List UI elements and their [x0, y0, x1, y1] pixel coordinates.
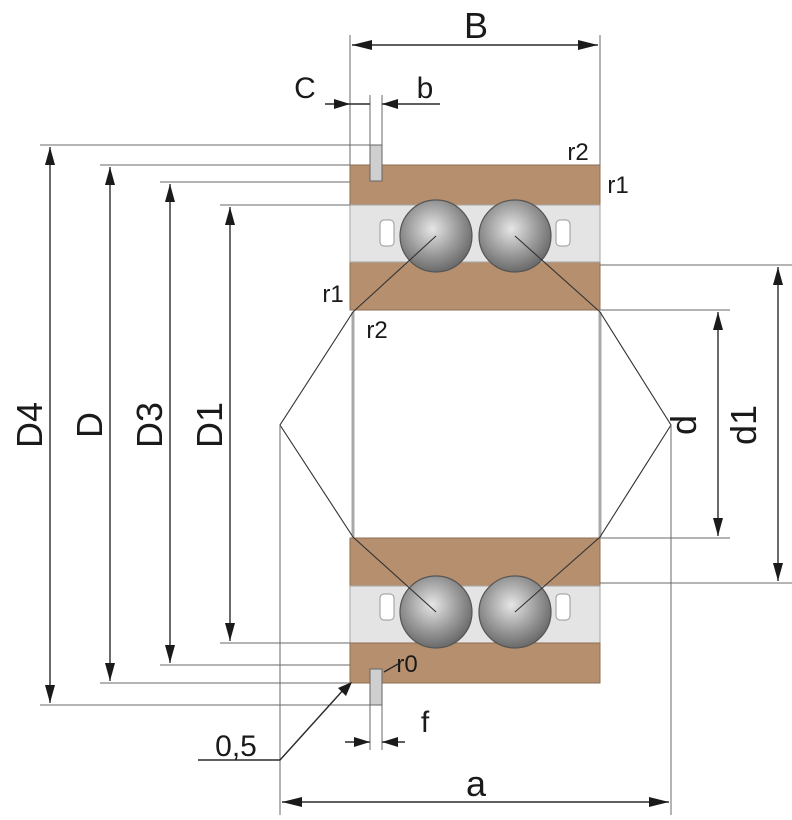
inner-ring-top: [349, 261, 601, 311]
label-D1: D1: [189, 402, 230, 448]
label-r2-top-right: r2: [567, 139, 588, 166]
cage-window: [555, 593, 571, 621]
snap-ring-bottom: [369, 668, 383, 706]
cage-window: [555, 219, 571, 247]
label-f: f: [421, 706, 430, 739]
snap-ring-top: [369, 144, 383, 182]
bearing-section: [349, 144, 602, 706]
labels: B C b r2 r1 r1 r2 r0 D4 D D3 D1 d d1 0,5…: [9, 5, 764, 804]
outer-ring-bottom: [349, 642, 601, 684]
outer-ring-top: [349, 164, 601, 206]
label-B: B: [464, 5, 488, 46]
label-D3: D3: [129, 402, 170, 448]
inner-ring-bottom: [349, 537, 601, 587]
label-05: 0,5: [215, 730, 257, 763]
label-D4: D4: [9, 402, 50, 448]
label-b: b: [417, 72, 434, 105]
label-r1-top-right: r1: [607, 172, 628, 199]
label-r2-left: r2: [366, 317, 387, 344]
extension-lines: [40, 35, 792, 815]
label-a: a: [466, 763, 487, 804]
dimension-lines: [45, 40, 783, 807]
label-d: d: [663, 415, 704, 435]
cage-window: [379, 219, 395, 247]
label-C: C: [294, 72, 316, 105]
label-d1: d1: [723, 405, 764, 445]
label-D: D: [69, 412, 110, 438]
leader-05: [198, 687, 346, 761]
cage-window: [379, 593, 395, 621]
leader-r0: [383, 663, 399, 673]
label-r1-left: r1: [322, 281, 343, 308]
label-r0: r0: [396, 651, 417, 678]
